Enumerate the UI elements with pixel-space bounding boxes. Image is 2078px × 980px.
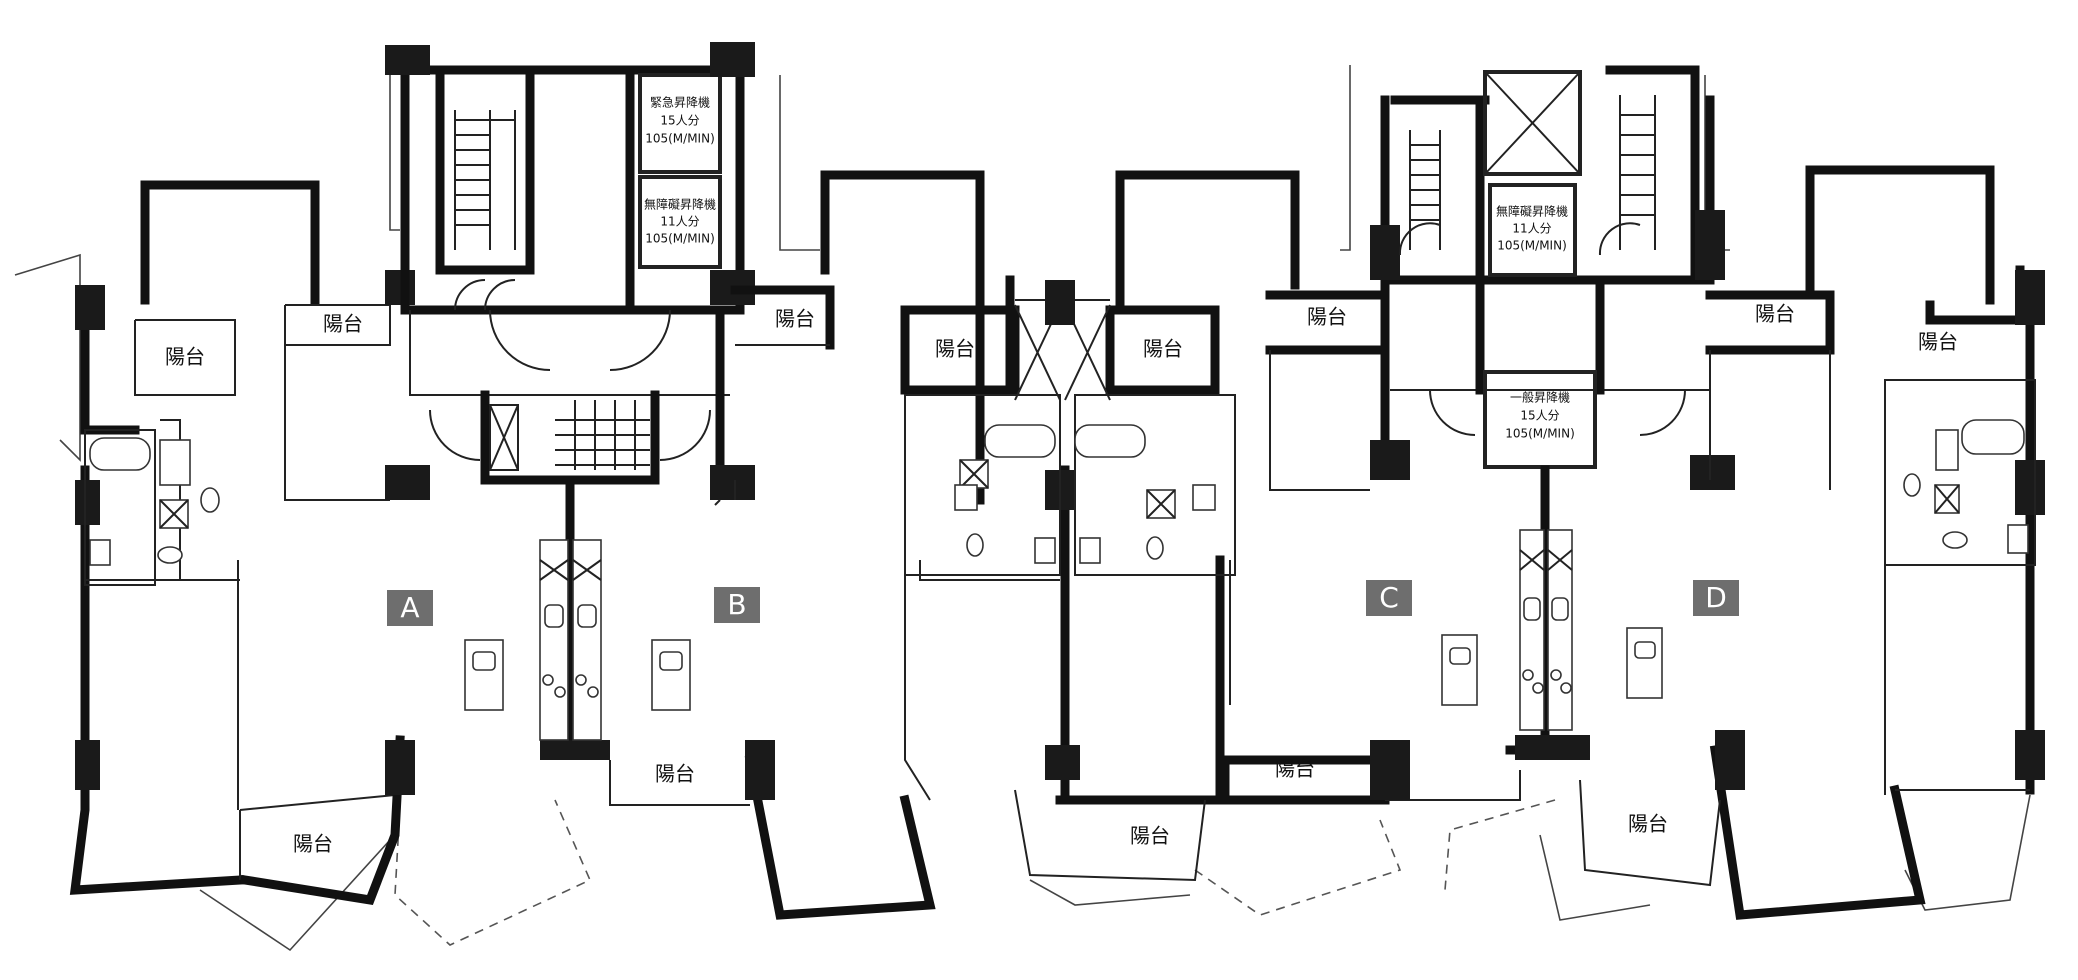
door-swing [429, 409, 481, 461]
balcony-label-a-bottom: 陽台 [293, 832, 333, 856]
elevator-accessible-left: 無障礙昇降機 11人分 105(M/MIN) [644, 197, 716, 246]
unit-c-walls [1220, 235, 1521, 805]
unit-a-bathroom [84, 429, 220, 586]
elevator-general-line2: 15人分 [1520, 409, 1559, 423]
door-swing [489, 309, 551, 371]
unit-badge-d: D [1693, 580, 1739, 616]
balcony-label-center-bottom: 陽台 [1130, 824, 1170, 848]
unit-a-walls [69, 180, 405, 906]
elevator-accessible-left-line3: 105(M/MIN) [645, 232, 715, 246]
unit-badge-b: B [714, 587, 760, 623]
core-ab-walls [400, 50, 745, 750]
unit-label-c: C [1379, 581, 1399, 614]
elevator-emergency-line1: 緊急昇降機 [650, 95, 710, 110]
elevator-general-line3: 105(M/MIN) [1505, 427, 1575, 441]
elevator-emergency-line2: 15人分 [660, 114, 699, 128]
balcony-label-c-left: 陽台 [1143, 337, 1183, 361]
elevator-accessible-right-line1: 無障礙昇降機 [1496, 204, 1568, 219]
door-swing [609, 309, 671, 371]
balcony-label-c-bottom: 陽台 [1275, 757, 1315, 781]
center-core-walls [900, 170, 1300, 882]
elevator-emergency-line3: 105(M/MIN) [645, 132, 715, 146]
balcony-label-d-bottom: 陽台 [1628, 812, 1668, 836]
unit-badge-a: A [387, 590, 433, 626]
elevator-accessible-left-line1: 無障礙昇降機 [644, 197, 716, 212]
unit-d-bathroom [1884, 379, 2036, 566]
balcony-label-c-top: 陽台 [1307, 305, 1347, 329]
kitchen-cd [1441, 529, 1663, 731]
stair-upper-left [454, 110, 516, 311]
elevator-accessible-right-line2: 11人分 [1512, 222, 1551, 236]
elevator-emergency: 緊急昇降機 15人分 105(M/MIN) [645, 95, 715, 146]
unit-b-walls [609, 170, 985, 920]
balcony-label-d-top: 陽台 [1755, 302, 1795, 326]
door-swing [659, 409, 711, 461]
balcony-label-b-top: 陽台 [775, 307, 815, 331]
stair-lower-left [489, 400, 650, 471]
elevator-accessible-left-line2: 11人分 [660, 215, 699, 229]
balcony-label-a-left: 陽台 [165, 345, 205, 369]
unit-d-walls [1579, 165, 2035, 920]
balcony-label-a-top: 陽台 [323, 312, 363, 336]
kitchen-ab [464, 539, 691, 741]
door-swing [1429, 389, 1476, 436]
balcony-label-b-bottom: 陽台 [655, 762, 695, 786]
unit-badge-c: C [1366, 580, 1412, 616]
stair-upper-right-a [1398, 130, 1441, 256]
elevator-general-line1: 一般昇降機 [1510, 390, 1570, 405]
elevator-accessible-right-line3: 105(M/MIN) [1497, 239, 1567, 253]
elevator-general: 一般昇降機 15人分 105(M/MIN) [1505, 390, 1575, 441]
center-bathrooms [904, 394, 1236, 576]
stair-upper-right-b [1598, 95, 1656, 256]
balcony-labels: 陽台 陽台 陽台 陽台 陽台 陽台 陽台 陽台 陽台 陽台 陽台 陽台 陽台 [165, 302, 1958, 856]
balcony-label-d-right: 陽台 [1918, 330, 1958, 354]
unit-label-d: D [1705, 581, 1727, 614]
door-swing [1639, 389, 1686, 436]
elevator-accessible-right: 無障礙昇降機 11人分 105(M/MIN) [1496, 204, 1568, 253]
balcony-label-b-right: 陽台 [935, 337, 975, 361]
unit-label-b: B [727, 588, 746, 621]
unit-label-a: A [400, 591, 419, 624]
